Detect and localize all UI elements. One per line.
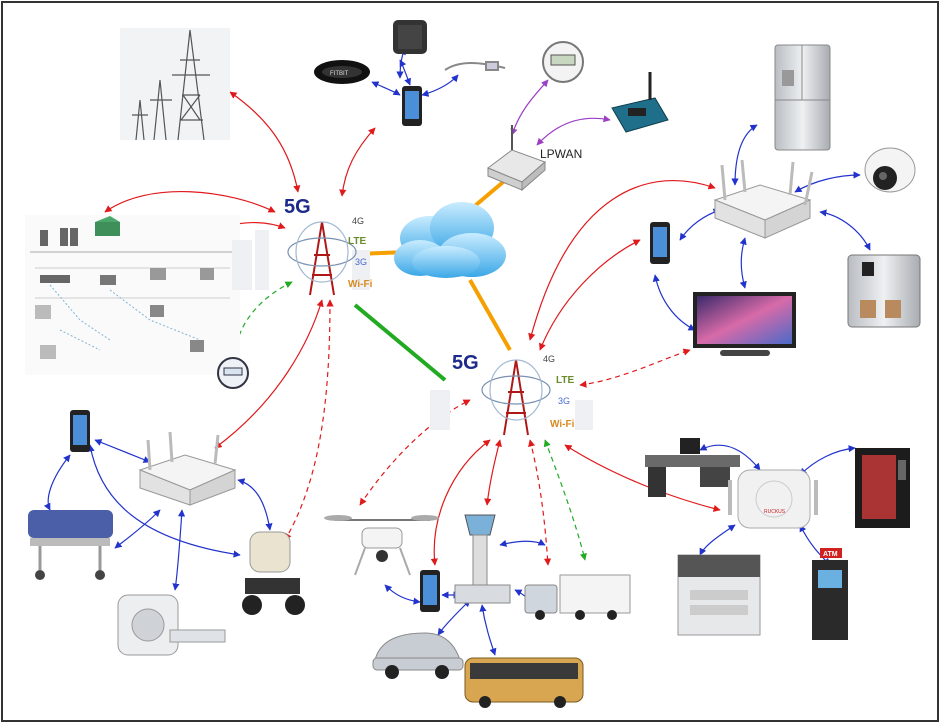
hub-right-3g-label: 3G bbox=[558, 396, 570, 406]
hub-left-3g-label: 3G bbox=[355, 257, 367, 267]
power-tower-icon bbox=[120, 28, 230, 141]
fitness-band-icon bbox=[314, 60, 370, 84]
office-desk-icon bbox=[645, 438, 740, 497]
purple-links bbox=[510, 79, 611, 146]
hub-left-lte-label: LTE bbox=[348, 236, 366, 247]
smart-glasses-icon bbox=[444, 61, 506, 71]
smartphone-right-icon bbox=[650, 222, 670, 264]
truck-icon bbox=[524, 574, 631, 620]
wheelchair-icon bbox=[242, 531, 305, 615]
smartwatch-icon bbox=[393, 20, 427, 54]
fitbit-label: FITBIT bbox=[330, 71, 349, 77]
smartphone-left-icon bbox=[70, 410, 90, 452]
refrigerator-icon bbox=[774, 44, 831, 151]
smartphone-top-icon bbox=[402, 86, 422, 126]
vending-machine-icon bbox=[855, 448, 910, 528]
iot-board-icon bbox=[611, 72, 669, 133]
copier-icon bbox=[677, 554, 761, 636]
smartphone-bottom-icon bbox=[420, 570, 440, 612]
coffee-machine-icon bbox=[847, 254, 921, 328]
lpwan-label: LPWAN bbox=[540, 147, 582, 161]
control-tower-icon bbox=[454, 514, 511, 604]
mri-scanner-icon bbox=[117, 594, 226, 656]
hub-right-4g-label: 4G bbox=[543, 354, 555, 364]
bus-icon bbox=[464, 657, 584, 708]
blue-links bbox=[43, 47, 871, 656]
lpwan-gateway-icon bbox=[486, 125, 546, 192]
hospital-bed-icon bbox=[28, 510, 113, 580]
security-camera-icon bbox=[864, 147, 916, 193]
hub-right-lte-label: LTE bbox=[556, 375, 574, 386]
atm-label: ATM bbox=[823, 551, 838, 558]
green-dashed-links bbox=[231, 281, 587, 561]
smart-meter-icon bbox=[542, 41, 584, 83]
cloud-icon bbox=[394, 202, 506, 278]
hub-right-5g-label: 5G bbox=[452, 352, 479, 374]
car-icon bbox=[372, 632, 464, 679]
hub-left-4g-label: 4G bbox=[352, 216, 364, 226]
hub-right-wifi-label: Wi-Fi bbox=[550, 419, 575, 430]
hub-left-5g-label: 5G bbox=[284, 196, 311, 218]
wifi-access-point-right-icon bbox=[713, 159, 814, 239]
smart-tv-icon bbox=[693, 292, 796, 356]
5g-hub-right bbox=[430, 359, 593, 436]
industrial-network-diagram bbox=[25, 215, 240, 375]
smart-meter-left-icon bbox=[217, 357, 249, 389]
5g-hub-left bbox=[232, 221, 370, 296]
atm-icon bbox=[812, 548, 848, 640]
drone-icon bbox=[324, 515, 439, 576]
wifi-access-point-round-icon bbox=[728, 469, 818, 529]
hub-left-wifi-label: Wi-Fi bbox=[348, 279, 373, 290]
wifi-access-point-left-icon bbox=[138, 431, 237, 506]
access-point-brand: RUCKUS bbox=[764, 509, 786, 515]
